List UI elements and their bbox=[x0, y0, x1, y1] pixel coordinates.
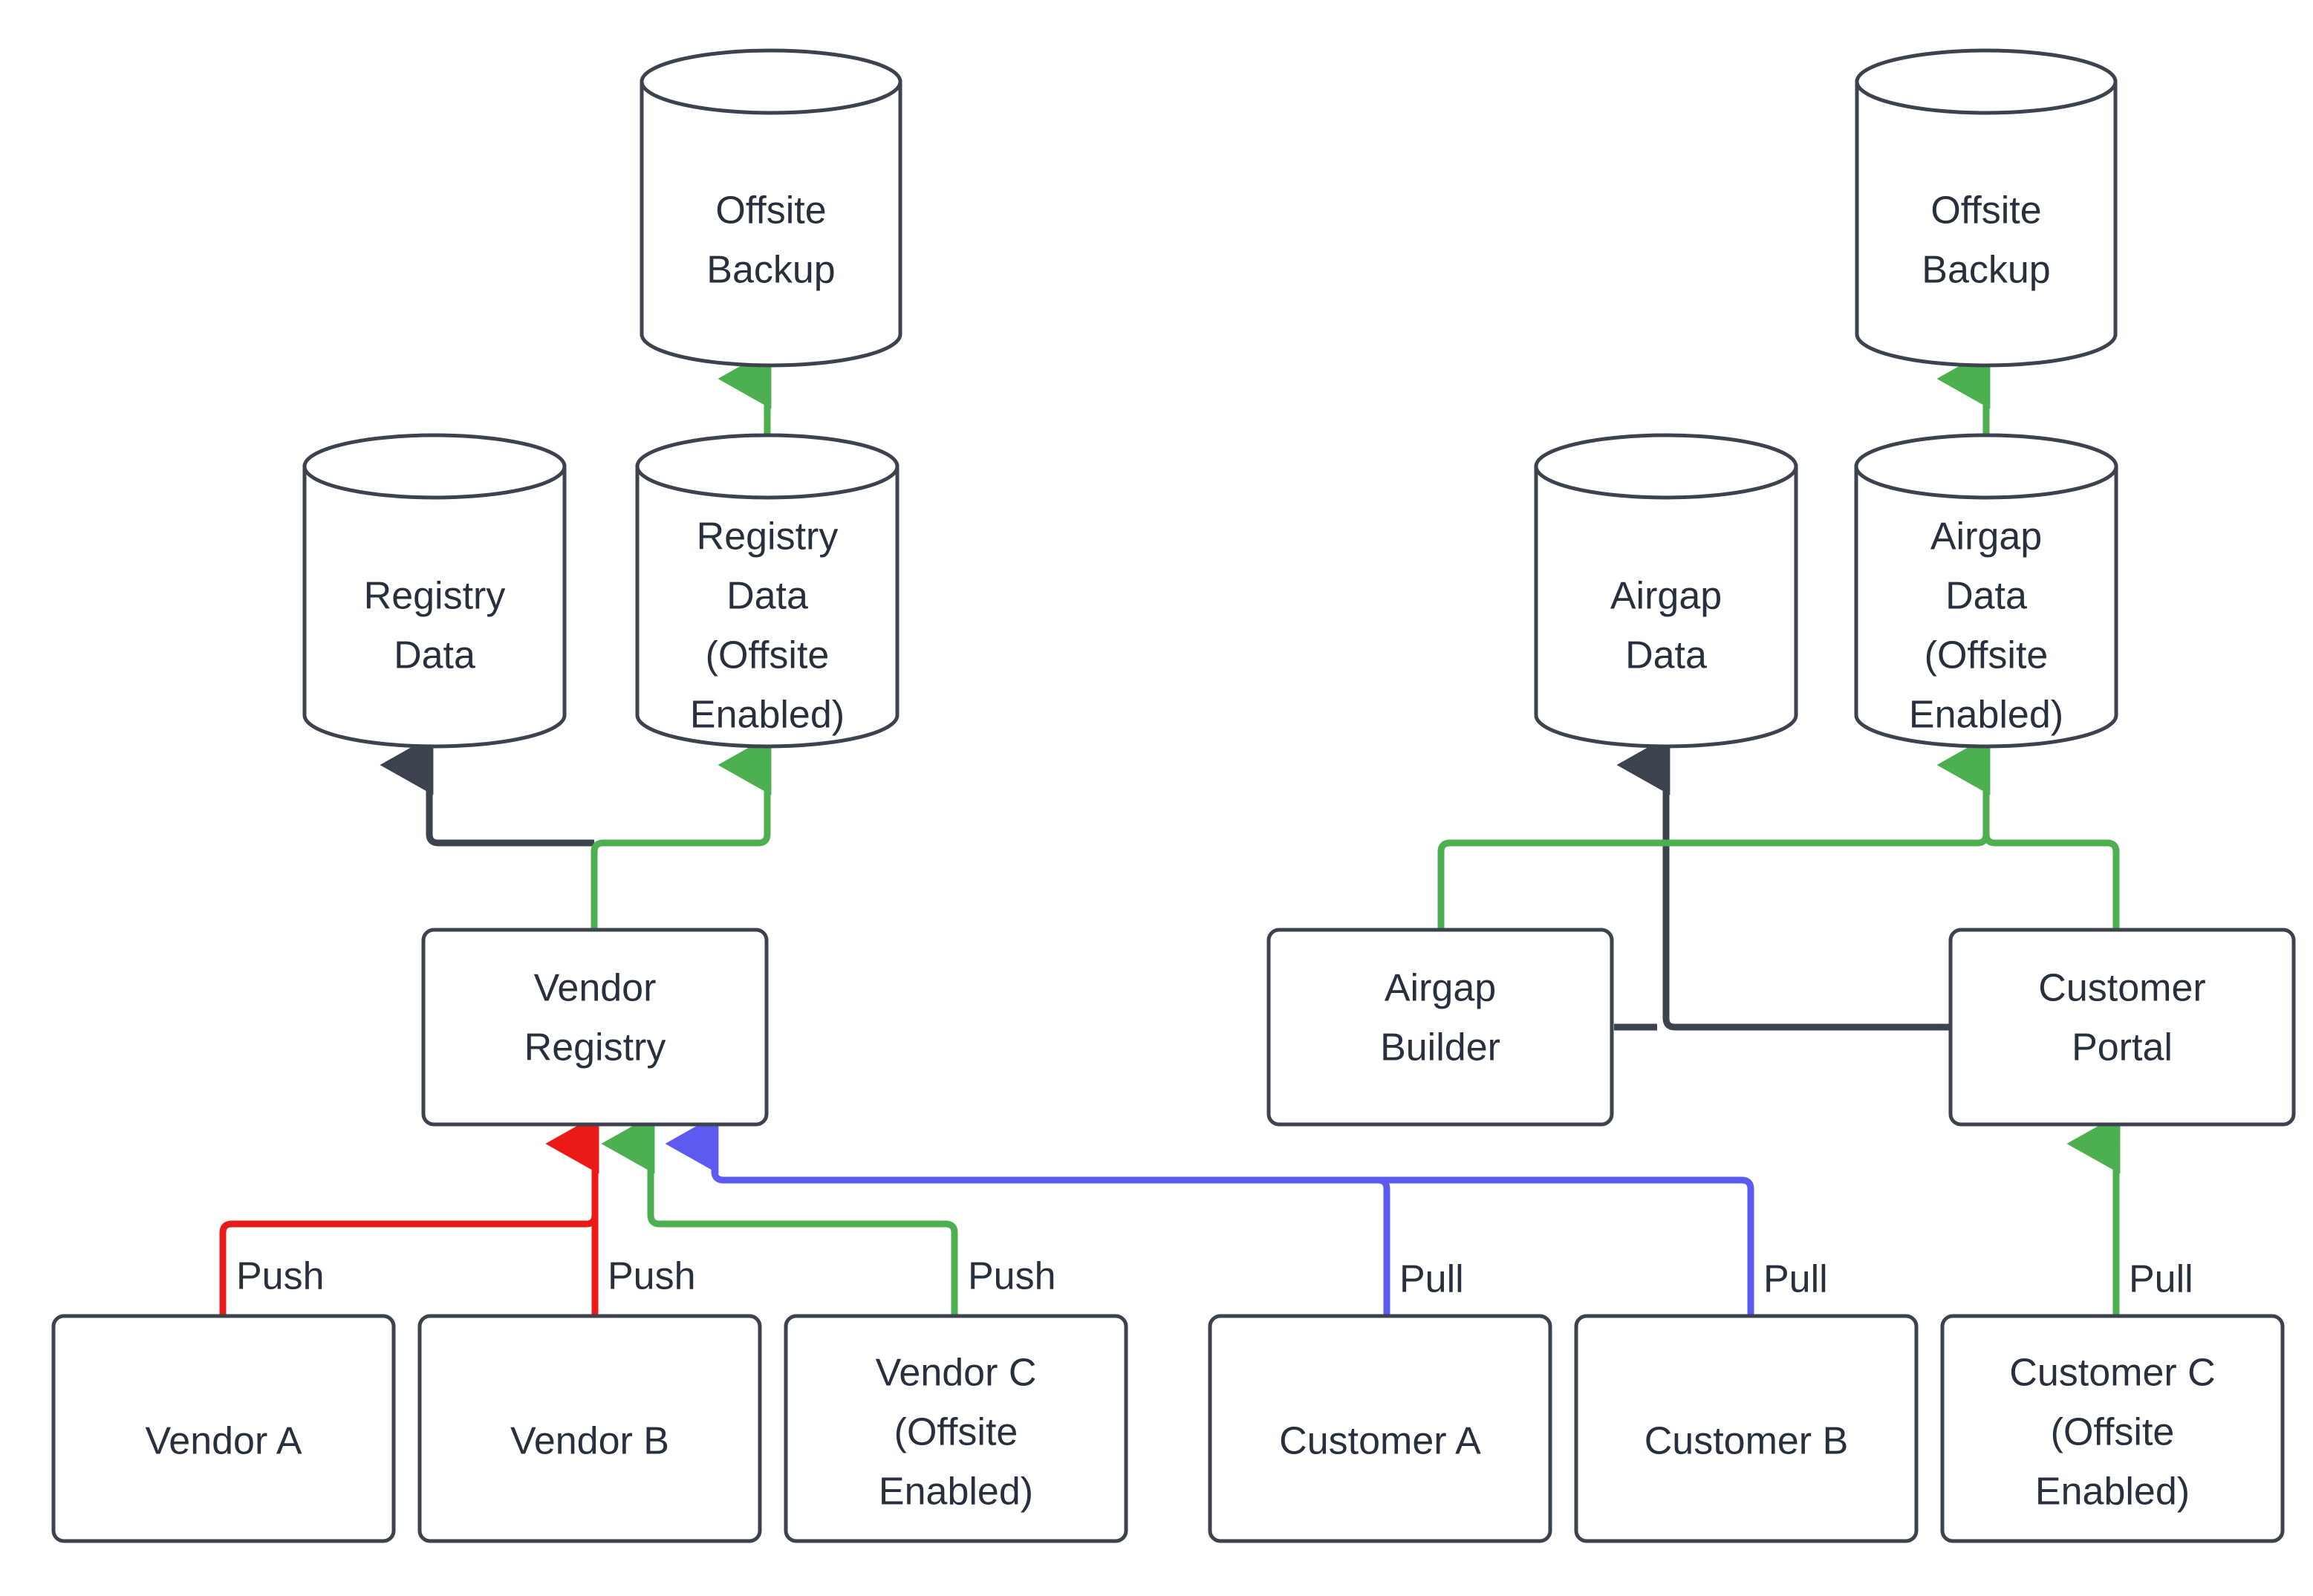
vendor-a-label: Vendor A bbox=[145, 1420, 302, 1463]
airgap-data-label-1: Airgap bbox=[1610, 575, 1722, 618]
registry-data-label-2: Data bbox=[394, 634, 475, 677]
node-customer-a[interactable]: Customer A bbox=[1208, 1314, 1552, 1543]
node-vendor-registry[interactable]: Vendor Registry bbox=[421, 928, 769, 1127]
offsite-backup-right-label-1: Offsite bbox=[1930, 189, 2041, 232]
airgap-data-offsite-label-2: Data bbox=[1945, 575, 2027, 618]
node-airgap-data-offsite[interactable]: Airgap Data (Offsite Enabled) bbox=[1854, 433, 2118, 749]
node-offsite-backup-left[interactable]: Offsite Backup bbox=[640, 48, 902, 368]
vendor-registry-label-2: Registry bbox=[524, 1026, 666, 1069]
vendor-c-label-3: Enabled) bbox=[879, 1470, 1033, 1514]
node-customer-portal[interactable]: Customer Portal bbox=[1948, 928, 2296, 1127]
edge-label-customer-a-pull: Pull bbox=[1399, 1258, 1464, 1301]
offsite-backup-right-label-2: Backup bbox=[1922, 249, 2050, 292]
registry-data-offsite-label-4: Enabled) bbox=[690, 694, 845, 737]
edge-vendor-registry-to-registry-data bbox=[380, 735, 594, 847]
customer-b-label: Customer B bbox=[1645, 1420, 1849, 1463]
node-offsite-backup-right[interactable]: Offsite Backup bbox=[1855, 48, 2118, 368]
customer-c-label-1: Customer C bbox=[2009, 1352, 2215, 1395]
edge-label-vendor-c-push: Push bbox=[968, 1255, 1056, 1298]
offsite-backup-left-label-1: Offsite bbox=[715, 189, 826, 232]
vendor-c-label-1: Vendor C bbox=[876, 1352, 1037, 1395]
airgap-data-offsite-label-1: Airgap bbox=[1930, 515, 2042, 558]
edge-customer-b-pull bbox=[711, 1144, 1754, 1315]
airgap-data-offsite-label-3: (Offsite bbox=[1925, 634, 2049, 677]
node-airgap-data[interactable]: Airgap Data bbox=[1534, 433, 1798, 749]
registry-data-offsite-label-3: (Offsite bbox=[706, 634, 830, 677]
customer-portal-label-1: Customer bbox=[2038, 967, 2205, 1010]
edge-label-customer-c-pull: Pull bbox=[2129, 1258, 2193, 1301]
edge-label-customer-b-pull: Pull bbox=[1763, 1258, 1828, 1301]
vendor-registry-label-1: Vendor bbox=[534, 967, 657, 1010]
node-customer-c[interactable]: Customer C (Offsite Enabled) bbox=[1940, 1314, 2285, 1543]
edge-vendor-registry-to-registry-offsite bbox=[591, 735, 772, 928]
offsite-backup-left-label-2: Backup bbox=[706, 249, 835, 292]
customer-a-label: Customer A bbox=[1279, 1420, 1481, 1463]
registry-data-offsite-label-2: Data bbox=[726, 575, 808, 618]
customer-portal-label-2: Portal bbox=[2072, 1026, 2173, 1069]
edge-label-vendor-a-push: Push bbox=[236, 1255, 325, 1298]
airgap-builder-label-1: Airgap bbox=[1385, 967, 1496, 1010]
airgap-builder-label-2: Builder bbox=[1380, 1026, 1500, 1069]
node-customer-b[interactable]: Customer B bbox=[1574, 1314, 1919, 1543]
node-vendor-b[interactable]: Vendor B bbox=[417, 1314, 762, 1543]
edge-vendor-c-push bbox=[601, 1113, 958, 1315]
edge-label-vendor-b-push: Push bbox=[608, 1255, 696, 1298]
customer-c-label-2: (Offsite bbox=[2051, 1411, 2175, 1454]
vendor-c-label-2: (Offsite bbox=[894, 1411, 1018, 1454]
edge-airgap-builder-to-airgap-offsite bbox=[1437, 735, 1991, 928]
node-airgap-builder[interactable]: Airgap Builder bbox=[1266, 928, 1614, 1127]
registry-data-label-1: Registry bbox=[364, 575, 506, 618]
vendor-b-label: Vendor B bbox=[510, 1420, 669, 1463]
edge-customer-portal-to-airgap-offsite bbox=[1982, 765, 2120, 928]
node-vendor-a[interactable]: Vendor A bbox=[51, 1314, 396, 1543]
airgap-data-label-2: Data bbox=[1625, 634, 1707, 677]
edge-customer-portal-to-airgap-data bbox=[1616, 735, 1951, 1031]
registry-data-offsite-label-1: Registry bbox=[697, 515, 839, 558]
node-registry-data[interactable]: Registry Data bbox=[302, 433, 567, 749]
airgap-data-offsite-label-4: Enabled) bbox=[1909, 694, 2063, 737]
customer-c-label-3: Enabled) bbox=[2035, 1470, 2190, 1514]
node-vendor-c[interactable]: Vendor C (Offsite Enabled) bbox=[784, 1314, 1128, 1543]
node-registry-data-offsite[interactable]: Registry Data (Offsite Enabled) bbox=[635, 433, 900, 749]
